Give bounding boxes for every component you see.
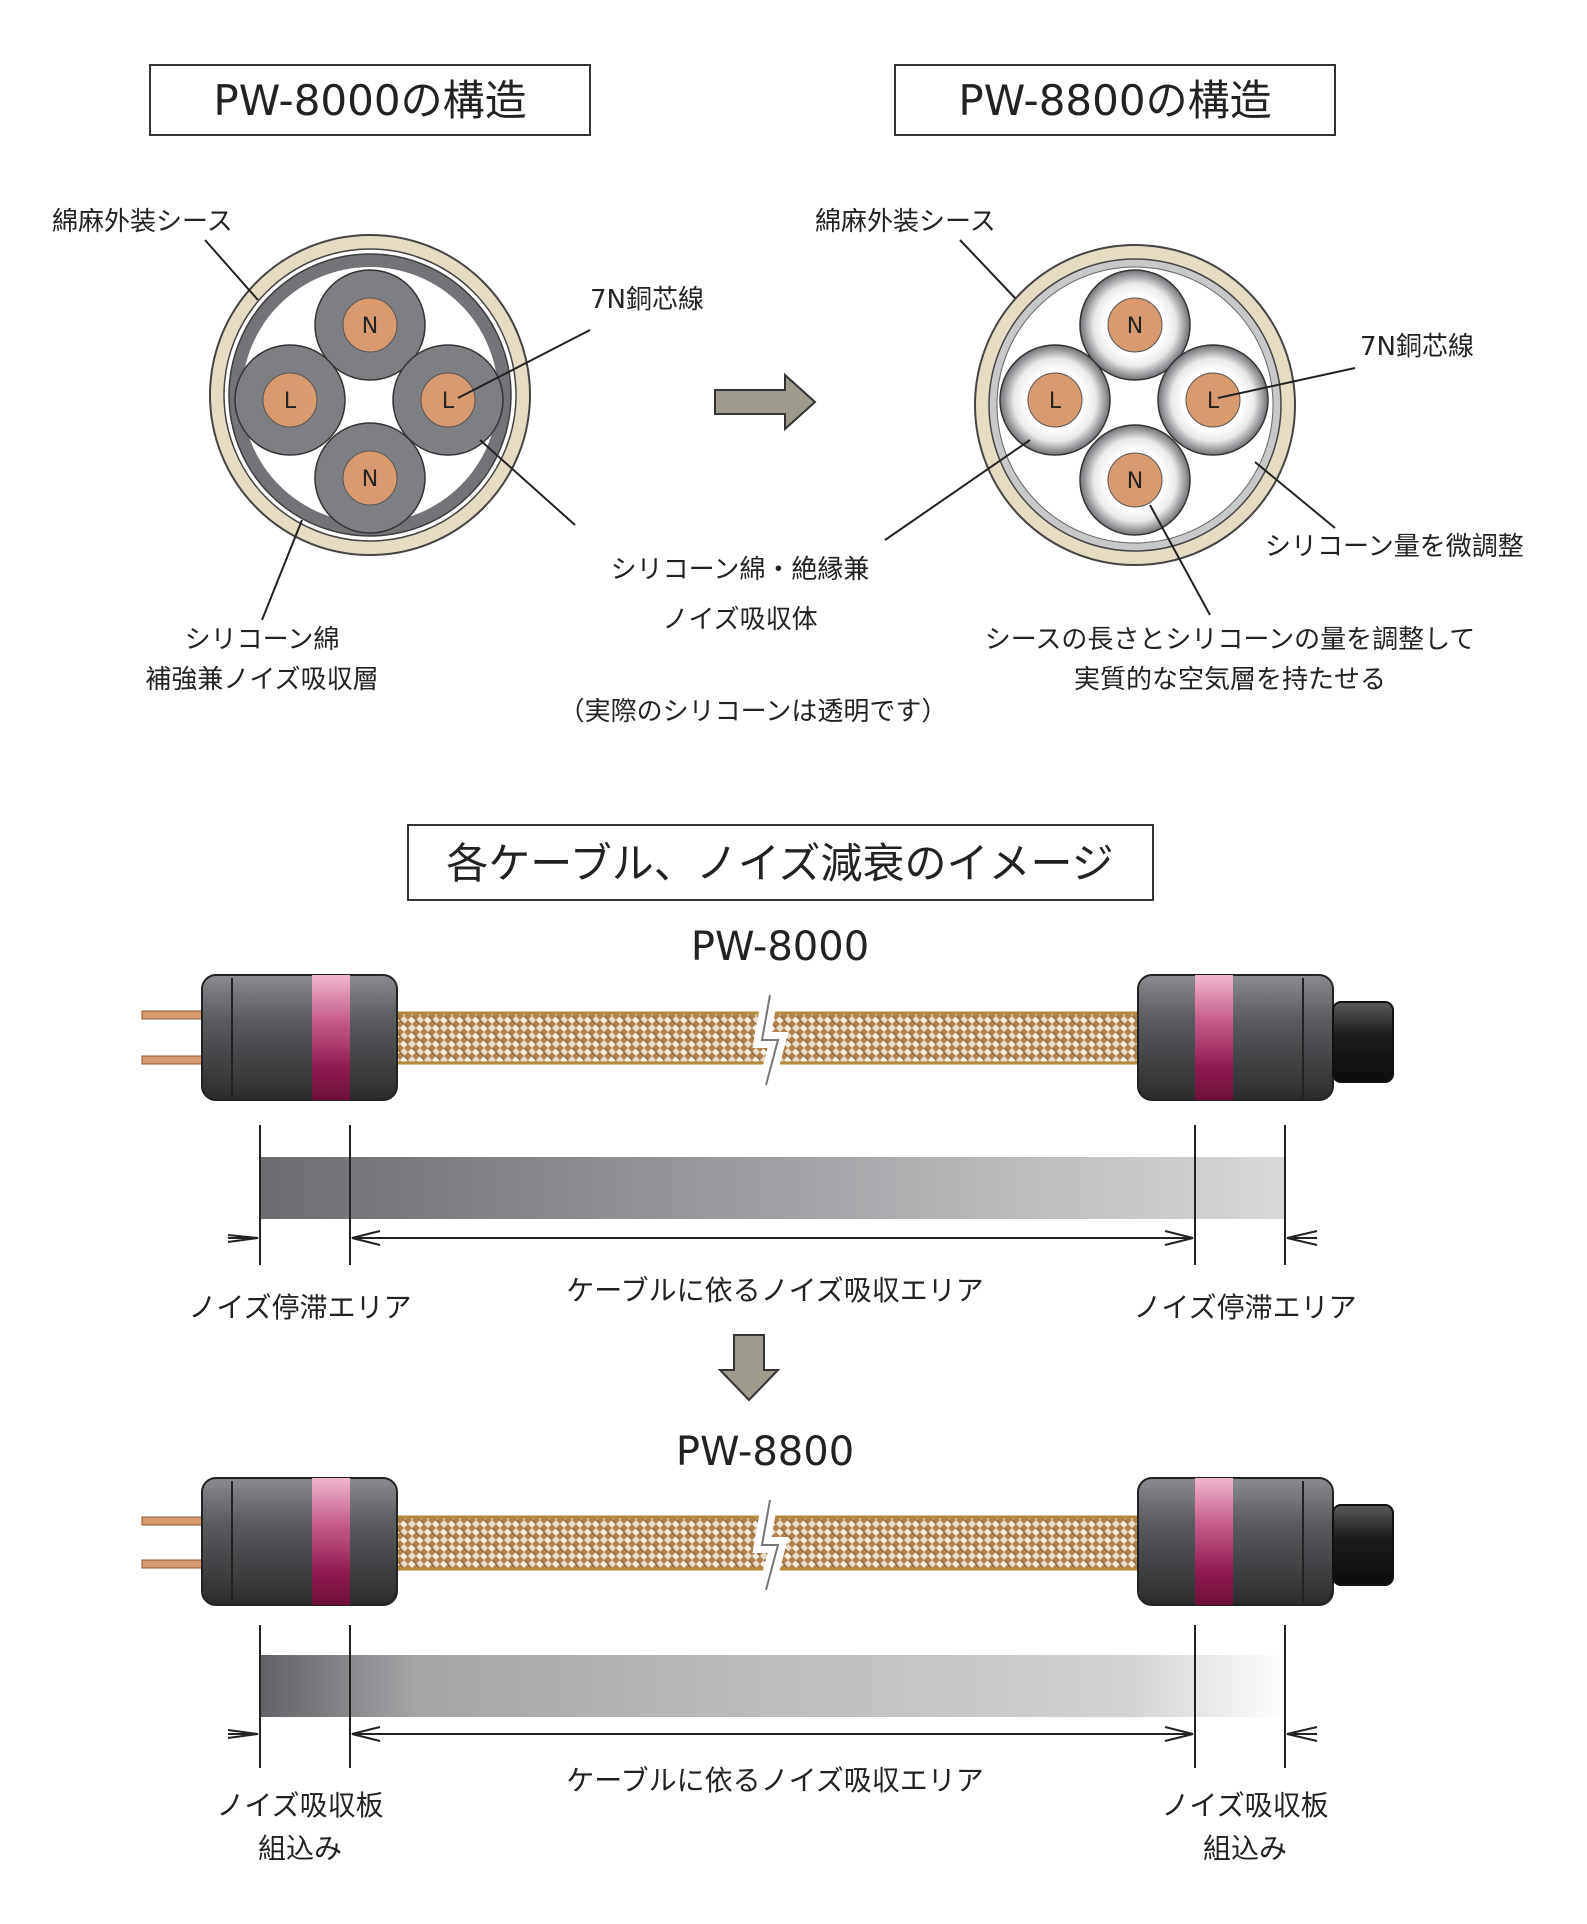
pw8000-noise-bar (227, 1125, 1318, 1265)
pw8800-right-area-1: ノイズ吸収板 (1161, 1789, 1328, 1822)
svg-text:L: L (1049, 389, 1062, 414)
pw8800-core-right: L (1157, 344, 1269, 456)
svg-text:N: N (362, 467, 378, 492)
pw8800-sheath-label: 綿麻外装シース (815, 207, 996, 237)
leader-line (959, 239, 1016, 299)
leader-line (457, 329, 591, 399)
pw8000-layer-label-1: シリコーン綿 (185, 625, 340, 655)
pw8800-air-label-2: 実質的な空気層を持たせる (1074, 665, 1386, 695)
pw8800-core-left: L (999, 344, 1111, 456)
pw8000-core-top: N (314, 269, 426, 381)
leader-line (1254, 461, 1336, 529)
pw8800-left-area-1: ノイズ吸収板 (216, 1789, 383, 1822)
pw8800-copper-label: 7N銅芯線 (1360, 332, 1474, 362)
pw8000-core-right: L (392, 344, 504, 456)
right-title-box: PW-8800の構造 (894, 64, 1336, 136)
pw8800-noise-bar (227, 1625, 1318, 1768)
left-title-box: PW-8000の構造 (149, 64, 591, 136)
noise-title: 各ケーブル、ノイズ減衰のイメージ (446, 839, 1113, 888)
pw8000-sheath-label: 綿麻外装シース (52, 207, 233, 237)
leader-line (479, 439, 576, 526)
pw8000-core-bottom: N (314, 422, 426, 534)
fill-label-2: ノイズ吸収体 (662, 605, 817, 635)
svg-text:L: L (284, 389, 297, 414)
pw8800-core-bottom: N (1079, 424, 1191, 536)
svg-text:L: L (1207, 389, 1220, 414)
pw8000-copper-label: 7N銅芯線 (590, 285, 704, 315)
pw8800-silicone-label: シリコーン量を微調整 (1265, 532, 1524, 562)
pw8800-middle-area: ケーブルに依るノイズ吸収エリア (566, 1764, 983, 1797)
svg-text:N: N (1127, 469, 1143, 494)
leader-line (261, 519, 303, 621)
right-arrow-icon (714, 372, 817, 432)
svg-text:N: N (1127, 314, 1143, 339)
pw8000-core-left: L (234, 344, 346, 456)
svg-text:N: N (362, 314, 378, 339)
leader-line (884, 439, 1031, 541)
right-title: PW-8800の構造 (958, 76, 1271, 125)
leader-line (1149, 504, 1211, 616)
pw8800-label: PW-8800 (676, 1429, 854, 1475)
pw8000-label: PW-8000 (691, 924, 869, 970)
pw8800-right-area-2: 組込み (1203, 1832, 1287, 1865)
pw8000-left-area: ノイズ停滞エリア (188, 1291, 411, 1324)
pw8000-cross-section: N L L N (209, 234, 531, 556)
fill-label-1: シリコーン綿・絶縁兼 (611, 555, 870, 585)
pw8800-air-label-1: シースの長さとシリコーンの量を調整して (985, 625, 1476, 655)
pw8000-layer-label-2: 補強兼ノイズ吸収層 (145, 665, 378, 695)
leader-line (204, 239, 259, 301)
down-arrow-icon (717, 1334, 781, 1402)
noise-title-box: 各ケーブル、ノイズ減衰のイメージ (407, 824, 1154, 901)
pw8800-left-area-2: 組込み (258, 1832, 342, 1865)
silicone-note: （実際のシリコーンは透明です） (559, 697, 948, 727)
leader-line (1217, 367, 1356, 399)
pw8000-right-area: ノイズ停滞エリア (1133, 1291, 1356, 1324)
pw8800-core-top: N (1079, 269, 1191, 381)
pw8000-middle-area: ケーブルに依るノイズ吸収エリア (566, 1274, 983, 1307)
pw8000-cable (141, 974, 1394, 1101)
pw8800-cable (141, 1477, 1394, 1606)
svg-text:L: L (442, 389, 455, 414)
pw8800-cross-section: N L L N (974, 244, 1296, 566)
left-title: PW-8000の構造 (213, 76, 526, 125)
